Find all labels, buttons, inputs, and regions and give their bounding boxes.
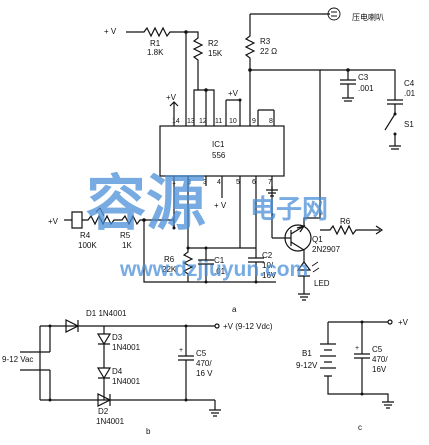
r1-value: 1.8K [147, 48, 164, 57]
c2-ref: C2 [262, 251, 273, 260]
c5c-voltage: 16V [372, 365, 387, 374]
c5c-ref: C5 [372, 345, 383, 354]
watermark-cn-small: 电子网 [250, 194, 328, 224]
circuit-c: +V B1 9-12V + C5 470/ 16V c [296, 318, 409, 432]
r4-ref: R4 [80, 231, 91, 240]
q1-ref: Q1 [312, 235, 323, 244]
r2-ref: R2 [208, 39, 219, 48]
caption-b: b [146, 427, 151, 436]
output-c-label: +V [398, 318, 409, 327]
c2-voltage: 16V [262, 271, 277, 280]
watermark-url: www.dzjiuyun.com [119, 258, 308, 281]
d3-part: 1N4001 [112, 343, 141, 352]
pin-14: 14 [172, 118, 180, 125]
c4-ref: C4 [404, 79, 415, 88]
r3-value: 22 Ω [260, 47, 277, 56]
pin-9: 9 [252, 118, 256, 125]
pin-6: 6 [252, 179, 256, 186]
d2-ref: D2 [98, 407, 109, 416]
r6-right-ref: R6 [340, 217, 351, 226]
r1-ref: R1 [150, 39, 161, 48]
r5-value: 1K [122, 241, 132, 250]
caption-c: c [358, 423, 362, 432]
c4-value: .01 [404, 89, 416, 98]
caption-a: a [232, 305, 237, 314]
c3-ref: C3 [358, 73, 369, 82]
led-label: LED [314, 279, 330, 288]
vplus-pin4: + V [214, 201, 227, 210]
r4-value: 100K [78, 241, 97, 250]
watermark-cn-large: 容源 [86, 170, 206, 237]
pin-12: 12 [199, 118, 207, 125]
pin-5: 5 [236, 179, 240, 186]
ic-part: 556 [212, 151, 226, 160]
c5b-ref: C5 [196, 349, 207, 358]
r2-value: 15K [208, 49, 223, 58]
b1-value: 9-12V [296, 361, 318, 370]
d4-part: 1N4001 [112, 377, 141, 386]
s1-ref: S1 [404, 120, 414, 129]
c1-value: .01 [214, 267, 226, 276]
c5c-plus: + [355, 345, 359, 352]
pin-11: 11 [215, 118, 222, 125]
b1-ref: B1 [302, 349, 312, 358]
c2-value: 10/ [262, 261, 274, 270]
d4-ref: D4 [112, 367, 123, 376]
c5b-plus: + [179, 347, 183, 354]
vplus-pin10: +V [228, 89, 239, 98]
d2-part: 1N4001 [96, 417, 125, 426]
vplus-pin14: +V [166, 93, 177, 102]
supply-top-label: + V [104, 27, 117, 36]
pin-4: 4 [217, 179, 221, 186]
output-b-label: +V (9-12 Vdc) [223, 322, 273, 331]
d3-ref: D3 [112, 333, 123, 342]
input-v-label: +V [48, 217, 59, 226]
input-vac-label: 9-12 Vac [2, 355, 33, 364]
pin-10: 10 [229, 118, 237, 125]
ic-ref: IC1 [212, 140, 225, 149]
c5b-voltage: 16 V [196, 369, 213, 378]
pin-8: 8 [269, 118, 273, 125]
c5b-value: 470/ [196, 359, 212, 368]
watermark: 容源 电子网 www.dzjiuyun.com [86, 170, 328, 281]
pin-2: 2 [187, 179, 191, 186]
pin-3: 3 [203, 179, 207, 186]
q1-part: 2N2907 [312, 245, 341, 254]
speaker-label: 压电喇叭 [352, 12, 384, 22]
c1-ref: C1 [214, 256, 225, 265]
r5-ref: R5 [120, 231, 131, 240]
d1-label: D1 1N4001 [86, 309, 127, 318]
circuit-b: 9-12 Vac D1 1N4001 D2 1N4001 D3 1N4001 D… [2, 309, 273, 436]
pin-13: 13 [187, 118, 195, 125]
pin-7: 7 [268, 179, 272, 186]
r6-left-value: 22K [162, 265, 177, 274]
c5c-value: 470/ [372, 355, 388, 364]
r6-left-ref: R6 [164, 255, 175, 264]
c3-value: .001 [358, 84, 374, 93]
circuit-a: + V R1 1.8K R2 15K 压电喇叭 R3 22 Ω C3 .001 [48, 7, 416, 314]
piezo-speaker-icon [327, 7, 341, 21]
r3-ref: R3 [260, 37, 271, 46]
